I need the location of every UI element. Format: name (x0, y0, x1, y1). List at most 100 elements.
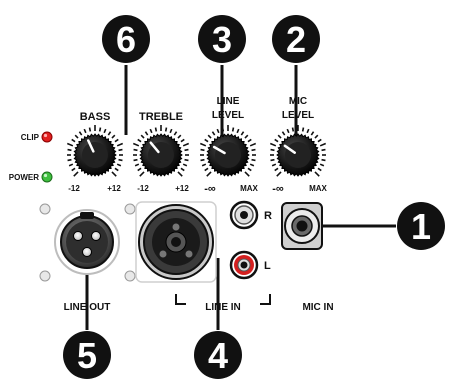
quarter-inch-jack-icon[interactable] (281, 202, 323, 250)
knob-tick (173, 131, 178, 136)
knob-tick (274, 167, 279, 172)
knob-tick (67, 158, 72, 162)
knob-tick (200, 148, 205, 152)
knob-tick (306, 128, 310, 134)
knob-tick (140, 134, 145, 139)
knob-tick (317, 138, 322, 143)
rca-r-label: R (264, 210, 272, 222)
knob-tick (144, 131, 149, 136)
knob-tick (169, 128, 173, 134)
knob-tick (177, 171, 183, 177)
xlr-male-icon[interactable] (54, 209, 120, 275)
knob-tick (103, 128, 107, 134)
knob-tick (116, 163, 122, 167)
knob-tick (180, 138, 185, 143)
knob-tick (270, 148, 275, 152)
knob-tick (319, 142, 327, 147)
knob-tick (164, 127, 168, 132)
rca-l-label: L (264, 260, 271, 272)
line-in-label: LINE IN (205, 302, 241, 313)
knob-tick (137, 167, 142, 172)
callout-2: 2 (272, 15, 320, 63)
knob-tick (133, 148, 138, 152)
treble-knob[interactable] (132, 125, 190, 177)
knob-tick (247, 167, 252, 172)
knob-tick (182, 163, 188, 167)
knob-tick (206, 171, 212, 177)
knob-tick (132, 142, 140, 147)
knob-tick (204, 138, 209, 143)
knob-tick (247, 138, 252, 143)
knob-tick (67, 148, 72, 152)
knob-tick (204, 167, 209, 172)
knob-pointer (86, 139, 95, 153)
knob-tick (154, 127, 158, 132)
treble-label: TREBLE (139, 111, 183, 123)
power-label: POWER (9, 173, 39, 182)
knob-pointer (149, 141, 160, 154)
mic-level-knob[interactable] (269, 125, 327, 177)
svg-text:3: 3 (212, 19, 232, 60)
callout-4: 4 (194, 331, 242, 379)
knob-tick (251, 148, 256, 152)
xlr-female-icon[interactable] (135, 201, 217, 283)
knob-tick (199, 142, 207, 147)
bass-max-label: +12 (107, 184, 121, 193)
power-led (41, 171, 53, 183)
line-in-bracket (175, 294, 271, 305)
rca-jack-icon[interactable] (229, 250, 259, 280)
knob-tick (83, 128, 87, 134)
knob-tick (134, 163, 140, 167)
knob-tick (251, 158, 256, 162)
knob-tick (314, 134, 319, 139)
knob-tick (88, 127, 92, 132)
knob-pointer (283, 144, 296, 154)
knob-tick (118, 158, 123, 162)
callout-5: 5 (63, 331, 111, 379)
knob-tick (244, 134, 249, 139)
knob-tick (277, 134, 282, 139)
knob-tick (114, 167, 119, 172)
svg-text:6: 6 (116, 19, 136, 60)
svg-text:4: 4 (208, 335, 228, 376)
knob-tick (317, 167, 322, 172)
bass-label: BASS (80, 111, 111, 123)
knob-tick (291, 127, 295, 132)
knob-cap (215, 142, 241, 168)
knob-tick (118, 148, 123, 152)
knob-tick (271, 163, 277, 167)
leader-lines (85, 65, 396, 330)
treble-max-label: +12 (175, 184, 189, 193)
knob-tick (74, 134, 79, 139)
knob-tick (66, 142, 74, 147)
callout-1: 1 (397, 202, 445, 250)
knob-tick (207, 134, 212, 139)
knob-cap (285, 142, 311, 168)
line-max-label: MAX (240, 184, 258, 193)
mic-level-label-top: MIC (289, 96, 307, 107)
knob-tick (321, 148, 326, 152)
line-level-knob[interactable] (199, 125, 257, 177)
line-level-label-bottom: LEVEL (212, 110, 244, 121)
knob-pointer (212, 145, 226, 155)
callout-6: 6 (102, 15, 150, 63)
knob-tick (236, 128, 240, 134)
knob-tick (111, 171, 117, 177)
knob-tick (71, 167, 76, 172)
knob-tick (139, 171, 145, 177)
knob-tick (221, 127, 225, 132)
mic-in-label: MIC IN (302, 302, 333, 313)
knob-tick (211, 131, 216, 136)
panel-screw (39, 203, 136, 282)
knob-cap (82, 142, 108, 168)
knob-tick (149, 128, 153, 134)
bass-knob[interactable] (66, 125, 124, 177)
knob-tick (249, 142, 257, 147)
knob-tick (231, 127, 235, 132)
knob-tick (107, 131, 112, 136)
knob-tick (274, 138, 279, 143)
line-out-label: LINE OUT (64, 302, 111, 313)
rca-jack-icon[interactable] (229, 200, 259, 230)
